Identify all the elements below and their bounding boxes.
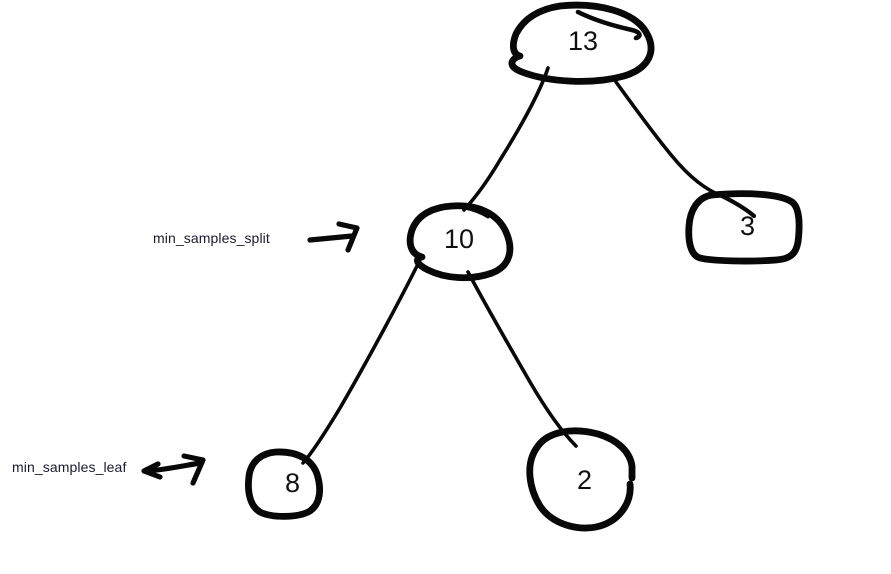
node-2[interactable] [526,427,636,532]
edge-10-to-2 [466,270,578,448]
tree-edges [301,66,724,465]
node-10[interactable] [406,202,514,282]
node-3-overshoot [719,193,757,219]
node-13-overshoot [575,9,642,41]
arrow-min-samples-leaf [141,453,206,486]
arrow-head-right [336,221,360,253]
node-3-outline [685,190,803,265]
node-8-outline [245,448,324,520]
arrow-shaft [143,460,203,474]
node-10-outline [406,202,514,282]
node-13-value: 13 [568,26,599,56]
node-2-outline-main [594,430,636,482]
annotation-min-samples-leaf-label: min_samples_leaf [12,459,127,475]
arrow-shaft [307,233,355,243]
node-10-tick [463,206,490,219]
node-2-value: 2 [577,465,593,495]
edge-10-to-8 [301,262,420,465]
arrow-head-right [181,453,206,486]
arrow-head-left [141,461,163,480]
edge-root-to-3 [614,80,724,198]
annotation-arrows [141,221,360,486]
node-8[interactable] [245,448,324,520]
node-2-outline-body [526,427,634,532]
arrow-min-samples-split [307,221,360,253]
node-8-value: 8 [285,468,301,498]
node-13[interactable] [508,1,655,85]
node-13-outline [508,1,655,85]
node-3[interactable] [685,190,803,265]
node-10-value: 10 [444,224,475,254]
node-3-value: 3 [740,211,756,241]
edge-root-to-10 [462,66,550,212]
tree-nodes [245,1,803,532]
annotation-min-samples-split-label: min_samples_split [153,230,270,246]
